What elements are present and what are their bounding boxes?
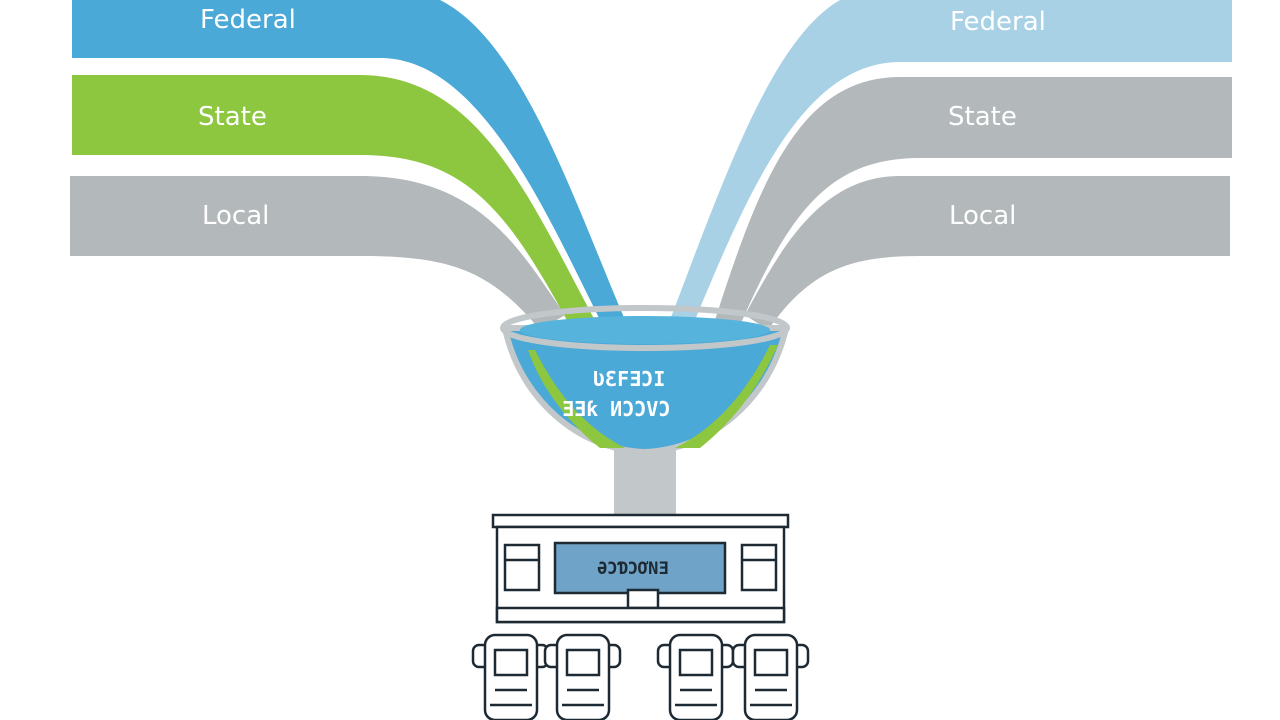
- building-door: [626, 588, 660, 610]
- right-label-federal: Federal: [950, 7, 1046, 37]
- funnel-liquid-surface: [520, 316, 770, 344]
- building-window-right: [740, 543, 778, 592]
- left-label-state: State: [198, 102, 267, 132]
- right-band-federal: [668, 0, 1232, 332]
- chair-1: [471, 633, 550, 720]
- funnel-rim: [500, 305, 790, 351]
- chair-2: [543, 633, 622, 720]
- right-band-local: [745, 176, 1230, 330]
- building-window-left: [503, 543, 541, 592]
- chairs: [471, 633, 810, 720]
- left-sources: Federal State Local: [70, 0, 625, 335]
- chair-4: [731, 633, 810, 720]
- funnel-green-stream-right: [675, 345, 778, 448]
- building-roof: [491, 513, 790, 529]
- building-sign: [553, 541, 727, 595]
- funnel-green-stream-left: [528, 350, 625, 448]
- building: [491, 513, 790, 624]
- right-label-state: State: [948, 102, 1017, 132]
- left-band-local: [70, 176, 565, 330]
- funnel: ƲƐFƎƆI ƎƎƙ ИƆƆVƆ: [500, 305, 790, 516]
- left-band-federal: [72, 0, 625, 330]
- chair-3: [656, 633, 735, 720]
- left-band-state: [72, 75, 600, 335]
- funnel-text-line2: ƎƎƙ ИƆƆVƆ: [562, 397, 670, 421]
- building-base: [495, 606, 786, 624]
- left-label-federal: Federal: [200, 5, 296, 35]
- right-band-state: [715, 77, 1232, 330]
- right-label-local: Local: [949, 201, 1016, 231]
- right-sources: Federal State Local: [668, 0, 1232, 332]
- left-label-local: Local: [202, 201, 269, 231]
- building-sign-text: ƏƆƊƆƠNƎ: [597, 559, 669, 579]
- funnel-text-line1: ƲƐFƎƆI: [593, 367, 665, 391]
